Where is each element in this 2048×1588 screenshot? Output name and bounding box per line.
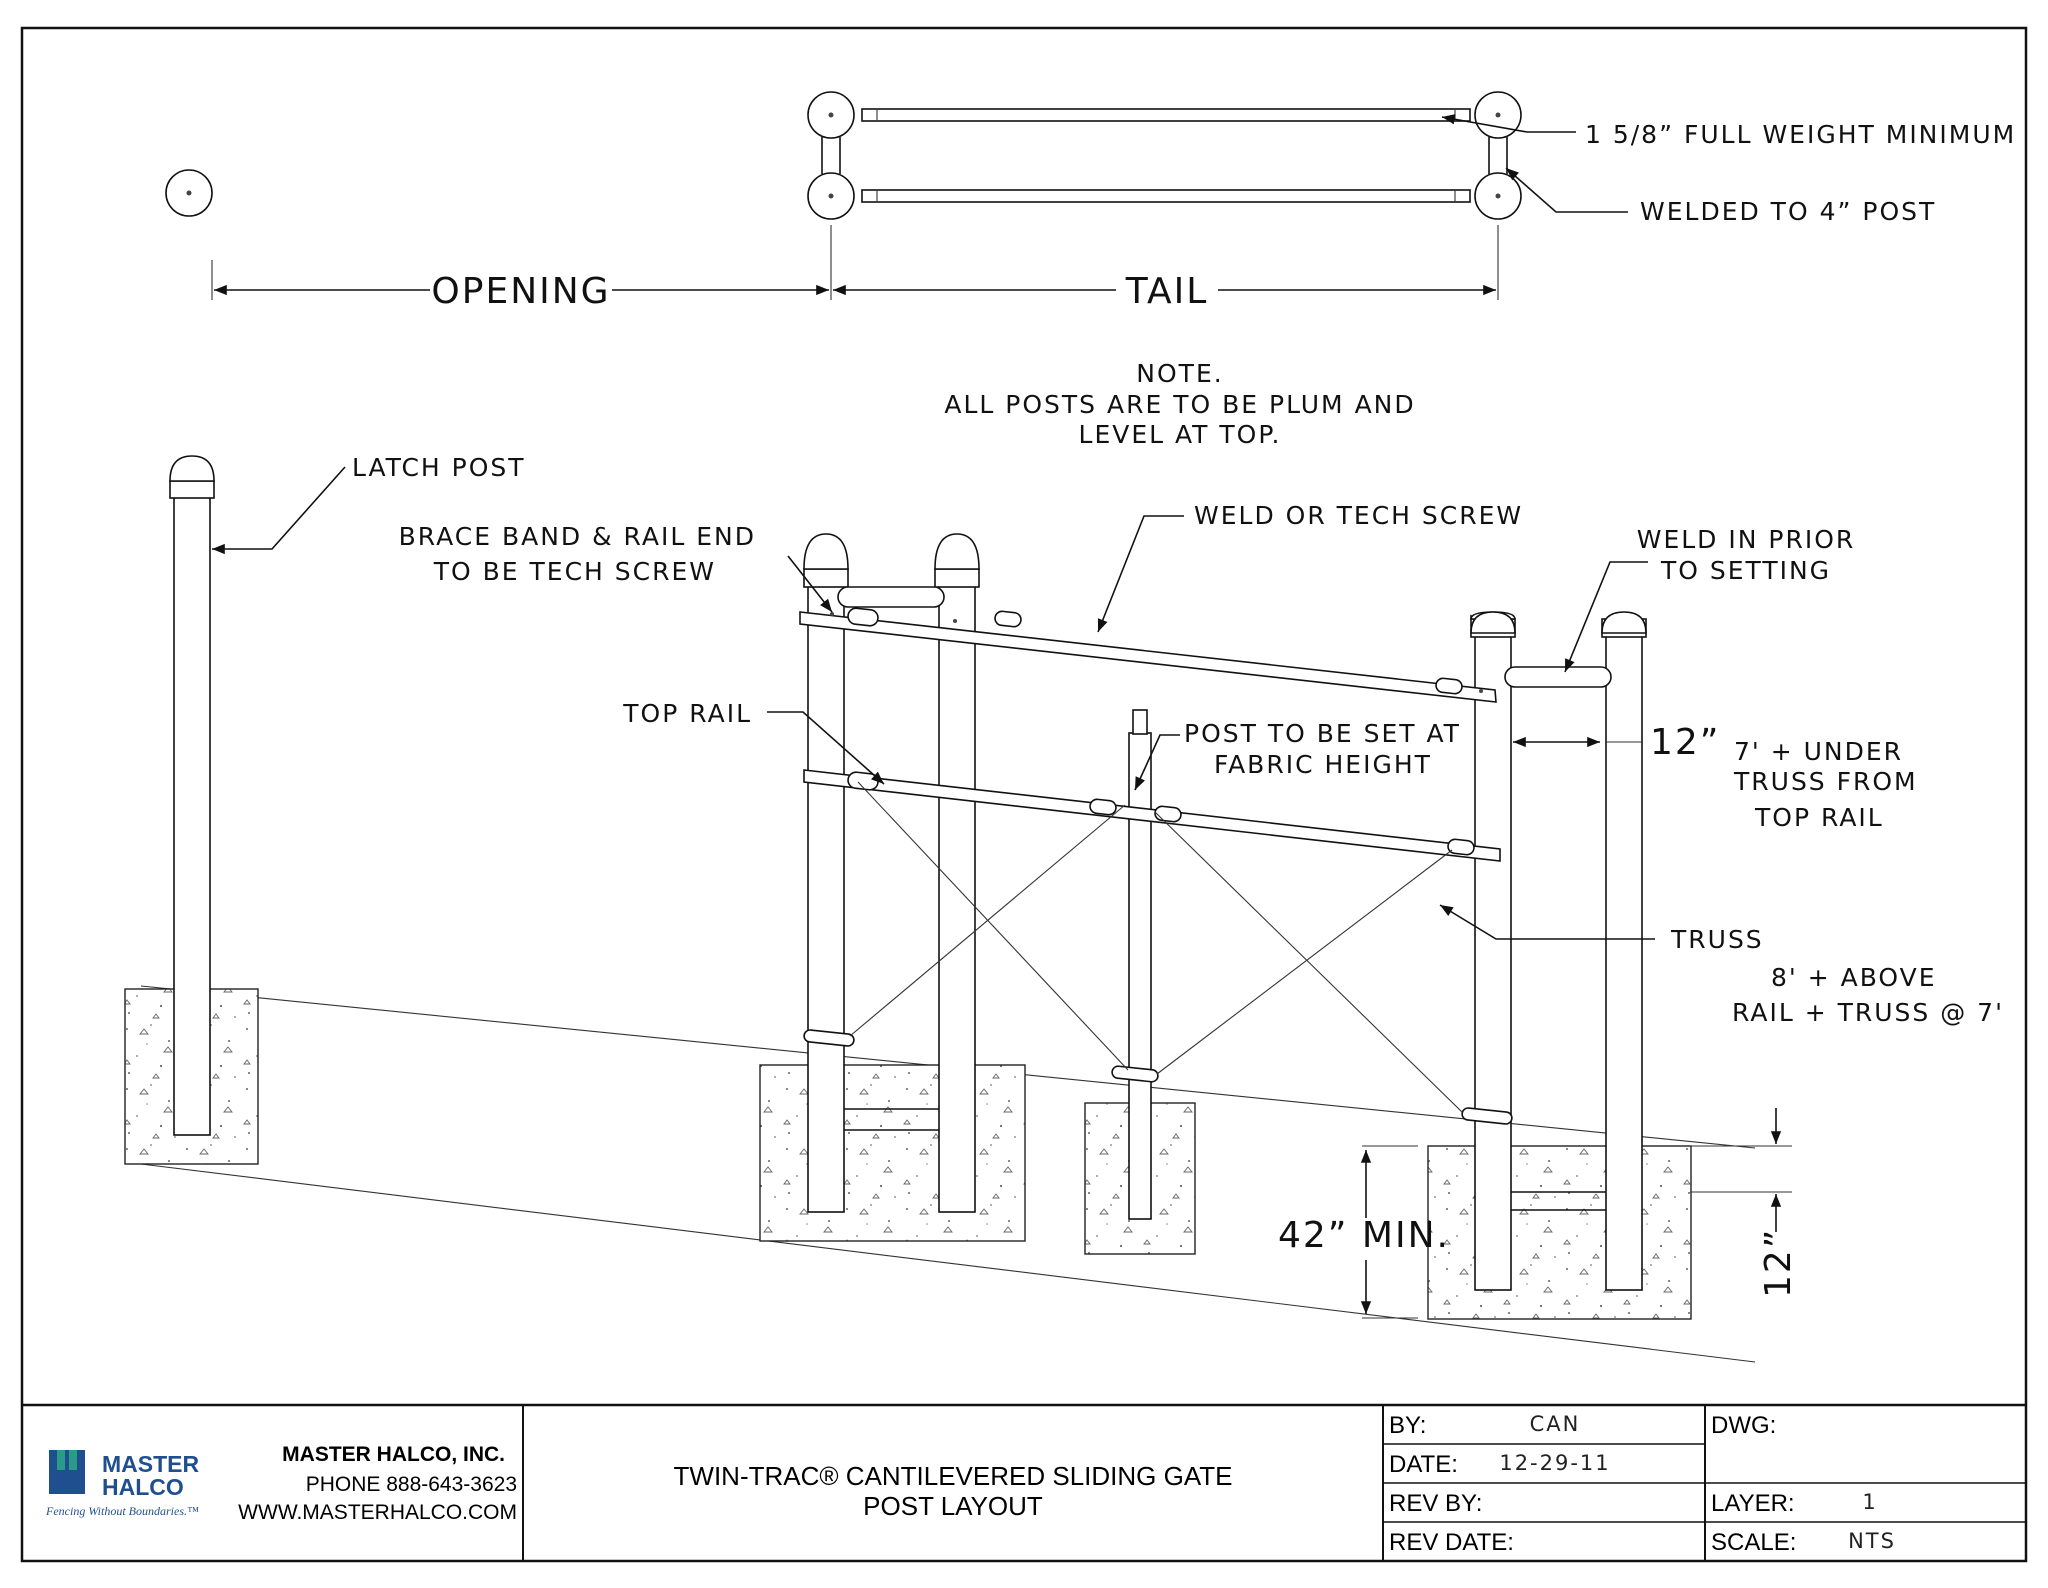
post-fabric-label-2: FABRIC HEIGHT [1214, 750, 1432, 779]
truss-rod-3 [1154, 811, 1463, 1113]
title-block: MASTER HALCO Fencing Without Boundaries.… [45, 1405, 2026, 1561]
truss-label: TRUSS [1670, 925, 1764, 954]
scale-label: SCALE: [1711, 1529, 1796, 1556]
company-name: MASTER HALCO, INC. [282, 1443, 505, 1466]
master-halco-logo: MASTER HALCO Fencing Without Boundaries.… [45, 1450, 200, 1518]
logo-word-master: MASTER [102, 1451, 200, 1477]
brace-band-label-1: BRACE BAND & RAIL END [399, 522, 756, 551]
latch-post [173, 494, 211, 1136]
logo-word-halco: HALCO [102, 1474, 184, 1500]
tail-post-footing [1427, 1145, 1692, 1320]
truss-rod-2 [849, 804, 1126, 1037]
depth-dimension-label: 42” MIN. [1278, 1215, 1450, 1256]
welded-to-post-callout: WELDED TO 4” POST [1640, 197, 1936, 226]
elevation-view: LATCH POST [124, 453, 2004, 1363]
above-rail-label-1: 8' + ABOVE [1771, 963, 1937, 992]
tail-post-connector [1504, 666, 1612, 688]
fabric-height-post [1128, 732, 1152, 1220]
company-website: WWW.MASTERHALCO.COM [238, 1501, 517, 1524]
weld-or-tech-label: WELD OR TECH SCREW [1194, 501, 1523, 530]
gate-post-connector [837, 586, 945, 608]
rev-by-label: REV BY: [1389, 1490, 1482, 1517]
company-phone: PHONE 888-643-3623 [306, 1473, 517, 1496]
weld-prior-label-2: TO SETTING [1660, 556, 1831, 585]
drawing-title-line-1: TWIN-TRAC® CANTILEVERED SLIDING GATE [674, 1461, 1233, 1491]
sheet-border [20, 26, 2028, 1563]
plan-view: OPENING TAIL 1 5/8” FULL WEIGHT MINIMUM … [165, 91, 2016, 312]
weld-prior-label-1: WELD IN PRIOR [1637, 525, 1856, 554]
layer-label: LAYER: [1711, 1490, 1795, 1517]
gate-post-footing [759, 1064, 1026, 1242]
tail-dimension-label: TAIL [1125, 271, 1209, 312]
note-line-2: ALL POSTS ARE TO BE PLUM AND [944, 390, 1415, 419]
opening-dimension-label: OPENING [431, 271, 610, 312]
layer-value: 1 [1862, 1490, 1877, 1514]
brace-band-label-2: TO BE TECH SCREW [433, 557, 716, 586]
above-rail-label-2: RAIL + TRUSS @ 7' [1732, 998, 2004, 1027]
latch-post-label: LATCH POST [352, 453, 526, 482]
tail-post-1 [1474, 634, 1512, 1291]
scale-value: NTS [1848, 1529, 1896, 1553]
gate-post-1 [807, 584, 845, 1213]
post-spacing-dimension: 12” [1650, 722, 1720, 763]
date-label: DATE: [1389, 1451, 1458, 1478]
top-rail-label: TOP RAIL [622, 699, 752, 728]
logo-tagline: Fencing Without Boundaries.™ [45, 1504, 199, 1518]
rail-size-callout: 1 5/8” FULL WEIGHT MINIMUM [1585, 120, 2016, 149]
general-note: NOTE. ALL POSTS ARE TO BE PLUM AND LEVEL… [944, 359, 1415, 449]
tail-post-2 [1605, 634, 1643, 1291]
rail-plan-top [861, 108, 1471, 122]
rev-date-label: REV DATE: [1389, 1529, 1514, 1556]
rail-plan-bottom [861, 189, 1471, 203]
gate-post-2 [938, 584, 976, 1213]
footing-offset-dimension: 12” [1758, 1228, 1799, 1298]
note-heading: NOTE. [1136, 359, 1223, 388]
upper-rail [799, 611, 1497, 703]
top-rail [803, 769, 1501, 862]
grade-line-bottom [140, 1163, 1756, 1363]
by-label: BY: [1389, 1412, 1426, 1439]
note-line-3: LEVEL AT TOP. [1079, 420, 1282, 449]
under-truss-label-3: TOP RAIL [1754, 803, 1884, 832]
truss-rod-4 [1156, 849, 1453, 1075]
dwg-label: DWG: [1711, 1412, 1776, 1439]
under-truss-label-2: TRUSS FROM [1733, 767, 1918, 796]
truss-rod-1 [857, 781, 1129, 1071]
by-value: CAN [1530, 1412, 1581, 1436]
under-truss-label-1: 7' + UNDER [1734, 737, 1903, 766]
post-fabric-label-1: POST TO BE SET AT [1184, 719, 1461, 748]
drawing-title-line-2: POST LAYOUT [863, 1491, 1043, 1521]
date-value: 12-29-11 [1499, 1451, 1610, 1475]
